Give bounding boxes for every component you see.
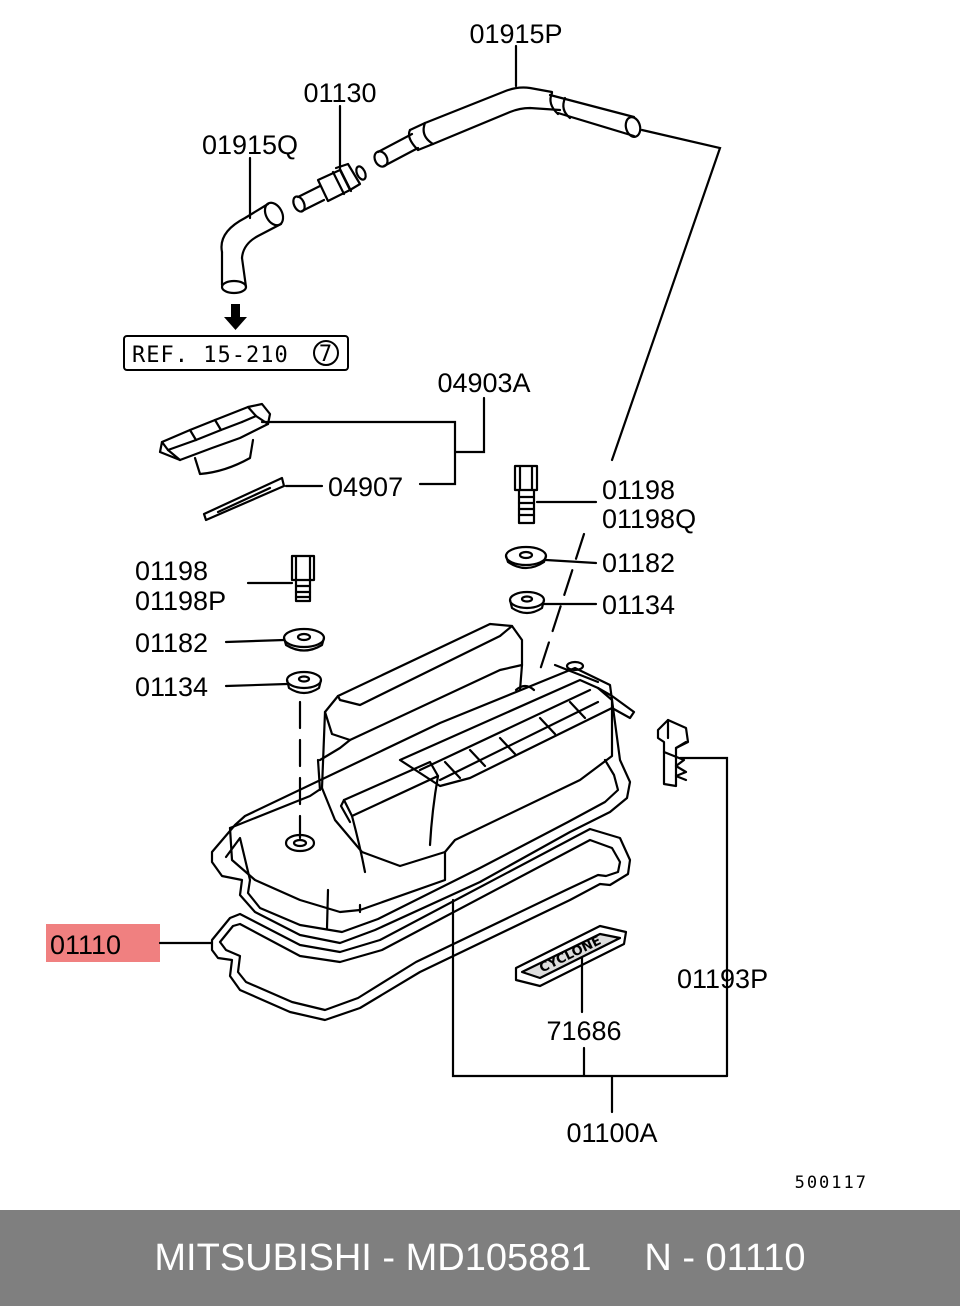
footer-bar: MITSUBISHI - MD105881 N - 01110 (0, 1210, 960, 1306)
label-01134-left: 01134 (135, 672, 208, 702)
emblem-71686-drawing (514, 924, 628, 988)
label-04903a: 04903A (437, 368, 530, 398)
label-01134-right: 01134 (602, 590, 675, 620)
label-04907: 04907 (328, 472, 403, 502)
label-01110: 01110 (50, 930, 121, 960)
parts-diagram: REF. 15-210 7 CYCLONE 01915P 01130 01915… (46, 19, 868, 1193)
drawing-code: 500117 (795, 1173, 868, 1193)
rocker-cover-drawing (210, 622, 636, 945)
label-01198p: 01198P (135, 586, 226, 616)
label-01915p: 01915P (469, 19, 562, 49)
label-01198-left: 01198 (135, 556, 208, 586)
pcv-valve-01130-drawing (292, 162, 367, 213)
reference-circled-number: 7 (319, 342, 333, 367)
clip-01193p-drawing (656, 718, 690, 788)
hose-01915q-drawing (220, 201, 285, 295)
breather-hose-01915p-drawing (373, 86, 642, 168)
highlight-01110 (46, 924, 160, 962)
left-bolt-set-drawing (282, 554, 326, 695)
label-01193p: 01193P (677, 964, 768, 994)
label-01915q: 01915Q (202, 130, 298, 160)
label-01198q: 01198Q (602, 504, 696, 534)
label-71686: 71686 (546, 1016, 621, 1046)
label-01182-left: 01182 (135, 628, 208, 658)
leader-lines (158, 44, 729, 1114)
label-01130: 01130 (303, 78, 376, 108)
right-bolt-set-drawing (504, 464, 548, 615)
reference-box (123, 335, 349, 371)
gasket-01110-drawing (210, 827, 632, 1022)
label-01100a: 01100A (566, 1118, 657, 1148)
footer-part-info: MITSUBISHI - MD105881 N - 01110 (154, 1236, 806, 1279)
reference-text: REF. 15-210 (132, 343, 289, 368)
dashed-alignment-lines (298, 532, 586, 840)
down-arrow-icon (224, 304, 247, 330)
label-01198-right: 01198 (602, 475, 675, 505)
diagram-drawing: REF. 15-210 7 CYCLONE 01915P 01130 01915… (46, 19, 868, 1193)
oil-filler-cap-drawing (158, 402, 286, 522)
label-01182-right: 01182 (602, 548, 675, 578)
